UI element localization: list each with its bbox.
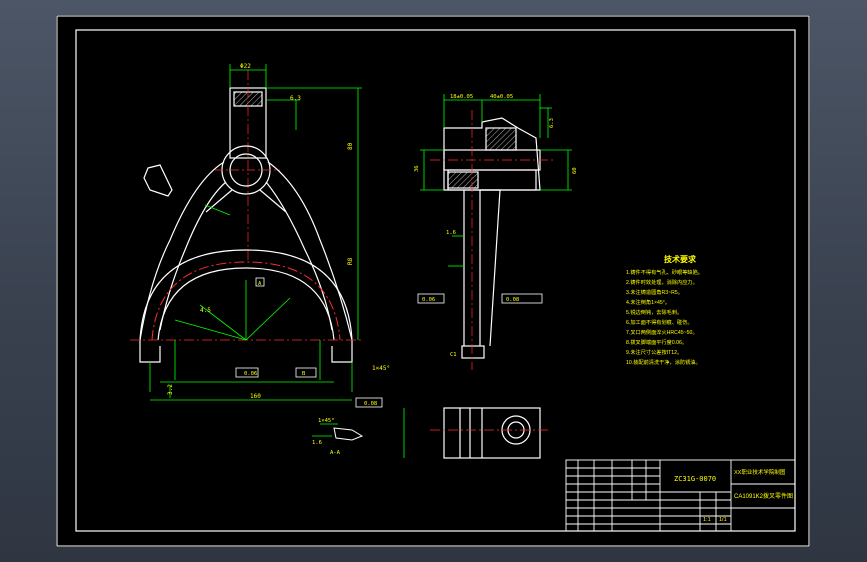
sheet-count: 1/1: [719, 517, 727, 523]
tech-req-item: 2.铸件时效处理，消除内应力。: [626, 278, 698, 286]
tech-req-title: 技术要求: [664, 254, 697, 264]
side-dim-text: 18±0.05 40±0.05 36 60 6.3 1.6 C1: [414, 94, 578, 358]
dim-label-h: 80: [347, 142, 354, 150]
company-name: XX职业技术学院制图: [734, 468, 786, 476]
section-label: A-A: [330, 450, 341, 456]
dim-right-h2: 60: [572, 167, 578, 174]
title-block: [565, 459, 796, 532]
dim-angle: 1×45°: [372, 365, 390, 372]
fork-center-arc: [151, 261, 341, 341]
detail-hook: [143, 164, 173, 197]
front-dimensions: [149, 64, 362, 401]
side-dimensions: [420, 94, 572, 267]
tol-front-1: 0.06: [244, 371, 257, 377]
tech-req-item: 6.加工面不得有划痕、碰伤。: [626, 318, 693, 326]
tol-front-2: 0.08: [364, 401, 377, 407]
section-detail: [312, 423, 364, 441]
tech-req-item: 10.装配前清洗干净，涂防锈油。: [626, 358, 701, 366]
tech-req-list: 1.铸件不得有气孔、砂眼等缺陷。 2.铸件时效处理，消除内应力。 3.未注铸造圆角R…: [626, 268, 703, 366]
dim-slot: C1: [450, 352, 457, 358]
tol-side-2: 0.08: [506, 297, 519, 303]
drawing-number: ZC31G-0070: [674, 475, 716, 483]
drawing-sheet: [56, 15, 810, 547]
tol-side-1: 0.06: [422, 297, 435, 303]
side-tolerance-frames: [417, 293, 543, 304]
front-view: [139, 70, 353, 363]
dim-bottom-width: 160: [250, 393, 261, 400]
dim-label-t: 4.5: [200, 307, 211, 314]
dim-top-width: Φ22: [240, 63, 251, 70]
dim-side-top: 18±0.05: [450, 94, 473, 100]
dim-side-top2: 40±0.05: [490, 94, 513, 100]
dim-right-h: 36: [414, 165, 420, 172]
sheet-border-inner: [75, 29, 796, 532]
scale: 1:1: [703, 517, 711, 523]
front-tolerance-frames: [235, 277, 383, 408]
section-ra: 1.6: [312, 440, 322, 446]
dim-ra-2: 3.2: [167, 384, 174, 395]
dim-ref: 1.6: [446, 230, 456, 236]
tech-req-item: 7.叉口两侧面淬火HRC45~50。: [626, 328, 698, 336]
section-detail-text: 1×45° 1.6 A-A: [312, 418, 341, 456]
front-dim-text: Φ22 160 80 R8 4.5 6.3 1×45° 3.2: [167, 63, 390, 400]
section-angle: 1×45°: [318, 418, 335, 424]
tech-req-item: 3.未注铸造圆角R3~R5。: [626, 288, 683, 296]
tech-req-item: 8.拨叉脚端面平行度0.06。: [626, 338, 687, 346]
front-tol-text: 0.06 B 0.08 A: [244, 281, 377, 407]
datum-front-a: A: [258, 281, 262, 287]
tech-req-item: 1.铸件不得有气孔、砂眼等缺陷。: [626, 268, 703, 276]
side-tol-text: 0.06 0.08: [422, 297, 519, 303]
tech-req-item: 5.锐边倒钝，去除毛刺。: [626, 308, 682, 316]
sheet-border-outer: [56, 15, 810, 547]
datum-front-b: B: [302, 371, 306, 377]
tech-req-item: 9.未注尺寸公差按IT12。: [626, 348, 682, 356]
dim-ra-3: 6.3: [549, 118, 555, 128]
dim-label-r: R8: [347, 257, 354, 265]
part-name: CA1091K2拨叉零件图: [734, 492, 793, 500]
tech-req-item: 4.未注倒角1×45°。: [626, 298, 670, 306]
dim-ra-1: 6.3: [290, 95, 301, 102]
